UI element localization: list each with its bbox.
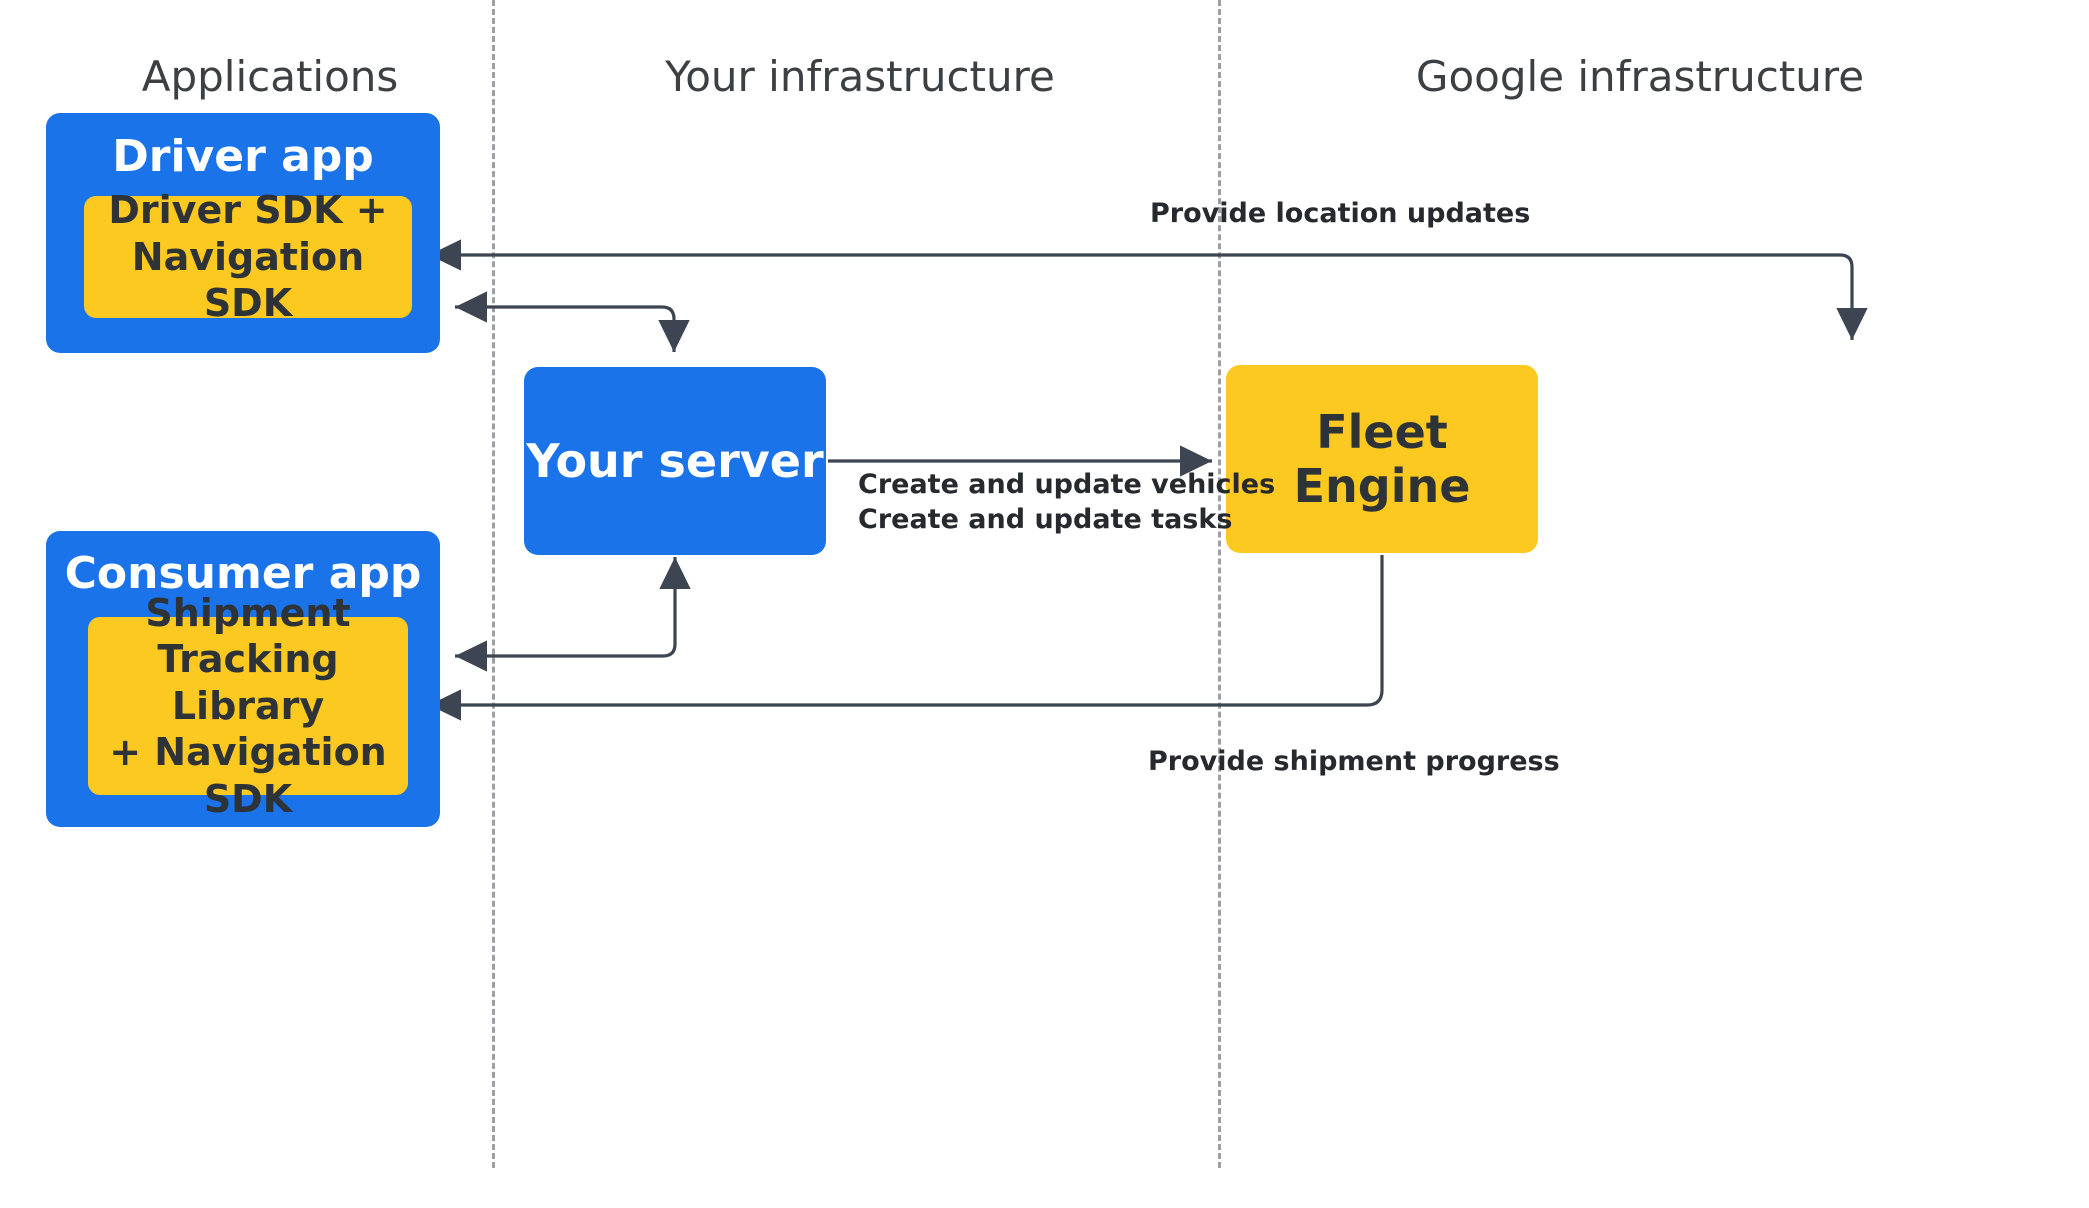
edge-label-create-and-update: Create and update vehicles Create and up… [858, 468, 1275, 537]
edge-label-create-and-update-line-1: Create and update vehicles [858, 469, 1276, 500]
edge-server-to-driver [455, 291, 690, 352]
consumer-sdk-line-1: Shipment [145, 591, 351, 636]
column-divider-left [492, 0, 495, 1168]
node-driver-sdk[interactable]: Driver SDK + Navigation SDK [84, 188, 412, 325]
node-consumer-app[interactable]: Consumer app Shipment Tracking Library +… [46, 531, 440, 827]
driver-sdk-label: Driver SDK + Navigation SDK [92, 187, 404, 326]
fleet-engine-label: Fleet Engine [1293, 405, 1471, 513]
consumer-sdk-line-3: + Navigation SDK [109, 730, 387, 821]
node-your-server[interactable]: Your server [524, 367, 826, 555]
edge-label-create-and-update-line-2: Create and update tasks [858, 503, 1233, 535]
node-fleet-engine[interactable]: Fleet Engine [1226, 365, 1538, 553]
edge-fleet-to-driver [429, 239, 1868, 340]
column-divider-right [1218, 0, 1221, 1168]
driver-app-title: Driver app [112, 131, 374, 182]
driver-sdk-line-1: Driver SDK + [108, 188, 388, 233]
edge-fleet-to-consumer [429, 555, 1384, 721]
column-heading-applications: Applications [141, 52, 399, 101]
your-server-label: Your server [526, 434, 824, 488]
consumer-sdk-line-2: Tracking Library [157, 637, 339, 728]
node-driver-app[interactable]: Driver app Driver SDK + Navigation SDK [46, 113, 440, 353]
consumer-sdk-label: Shipment Tracking Library + Navigation S… [96, 590, 400, 822]
edge-server-to-consumer [455, 557, 691, 672]
edge-label-provide-shipment-progress: Provide shipment progress [1148, 746, 1560, 777]
node-consumer-sdk[interactable]: Shipment Tracking Library + Navigation S… [88, 591, 408, 821]
edge-label-provide-location-updates: Provide location updates [1150, 198, 1531, 229]
consumer-app-title: Consumer app [64, 548, 422, 599]
column-heading-your-infrastructure: Your infrastructure [665, 52, 1055, 101]
driver-sdk-line-2: Navigation SDK [131, 234, 365, 326]
column-heading-google-infrastructure: Google infrastructure [1415, 52, 1865, 101]
